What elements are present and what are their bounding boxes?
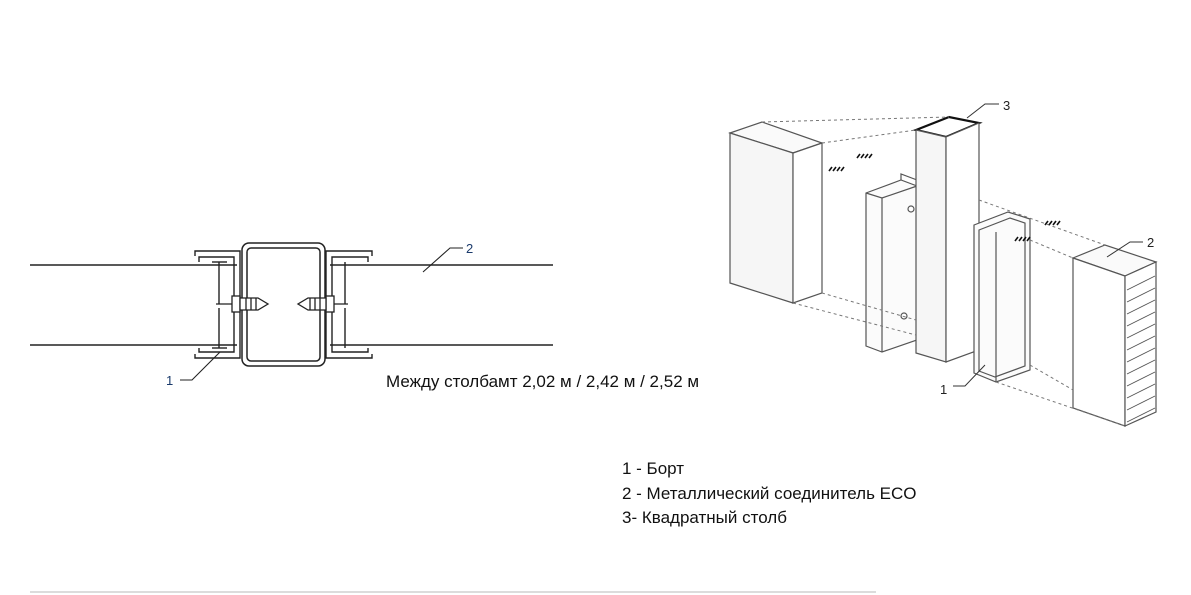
left-u-profile bbox=[865, 173, 918, 353]
right-screw bbox=[296, 295, 348, 313]
right-callout-3: 3 bbox=[1003, 98, 1010, 113]
right-callout-1: 1 bbox=[940, 382, 947, 397]
square-post-3d bbox=[912, 115, 983, 363]
legend-item-3: 3- Квадратный столб bbox=[622, 508, 787, 527]
right-u-profile bbox=[973, 211, 1031, 383]
alignment-lines bbox=[761, 116, 1126, 427]
right-leader-lines bbox=[953, 103, 1143, 387]
hatch bbox=[1126, 275, 1156, 423]
plan-view-joint bbox=[30, 242, 553, 381]
screws bbox=[828, 153, 1061, 242]
legend-item-1: 1 - Борт bbox=[622, 459, 685, 478]
left-leader-lines bbox=[180, 247, 463, 381]
legend-item-2: 2 - Металлический соединитель ECO bbox=[622, 483, 917, 503]
left-callout-2: 2 bbox=[466, 241, 473, 256]
right-callout-2: 2 bbox=[1147, 235, 1154, 250]
left-board-block bbox=[728, 121, 824, 304]
right-board-block bbox=[1071, 244, 1158, 427]
right-board bbox=[330, 264, 553, 346]
post-spacing-note: Между столбамт 2,02 м / 2,42 м / 2,52 м bbox=[386, 372, 700, 391]
exploded-isometric bbox=[728, 103, 1158, 427]
left-board bbox=[30, 264, 237, 346]
legend: 1 - Борт 2 - Металлический соединитель E… bbox=[622, 457, 917, 531]
left-callout-1: 1 bbox=[166, 373, 173, 388]
left-screw bbox=[216, 295, 270, 313]
